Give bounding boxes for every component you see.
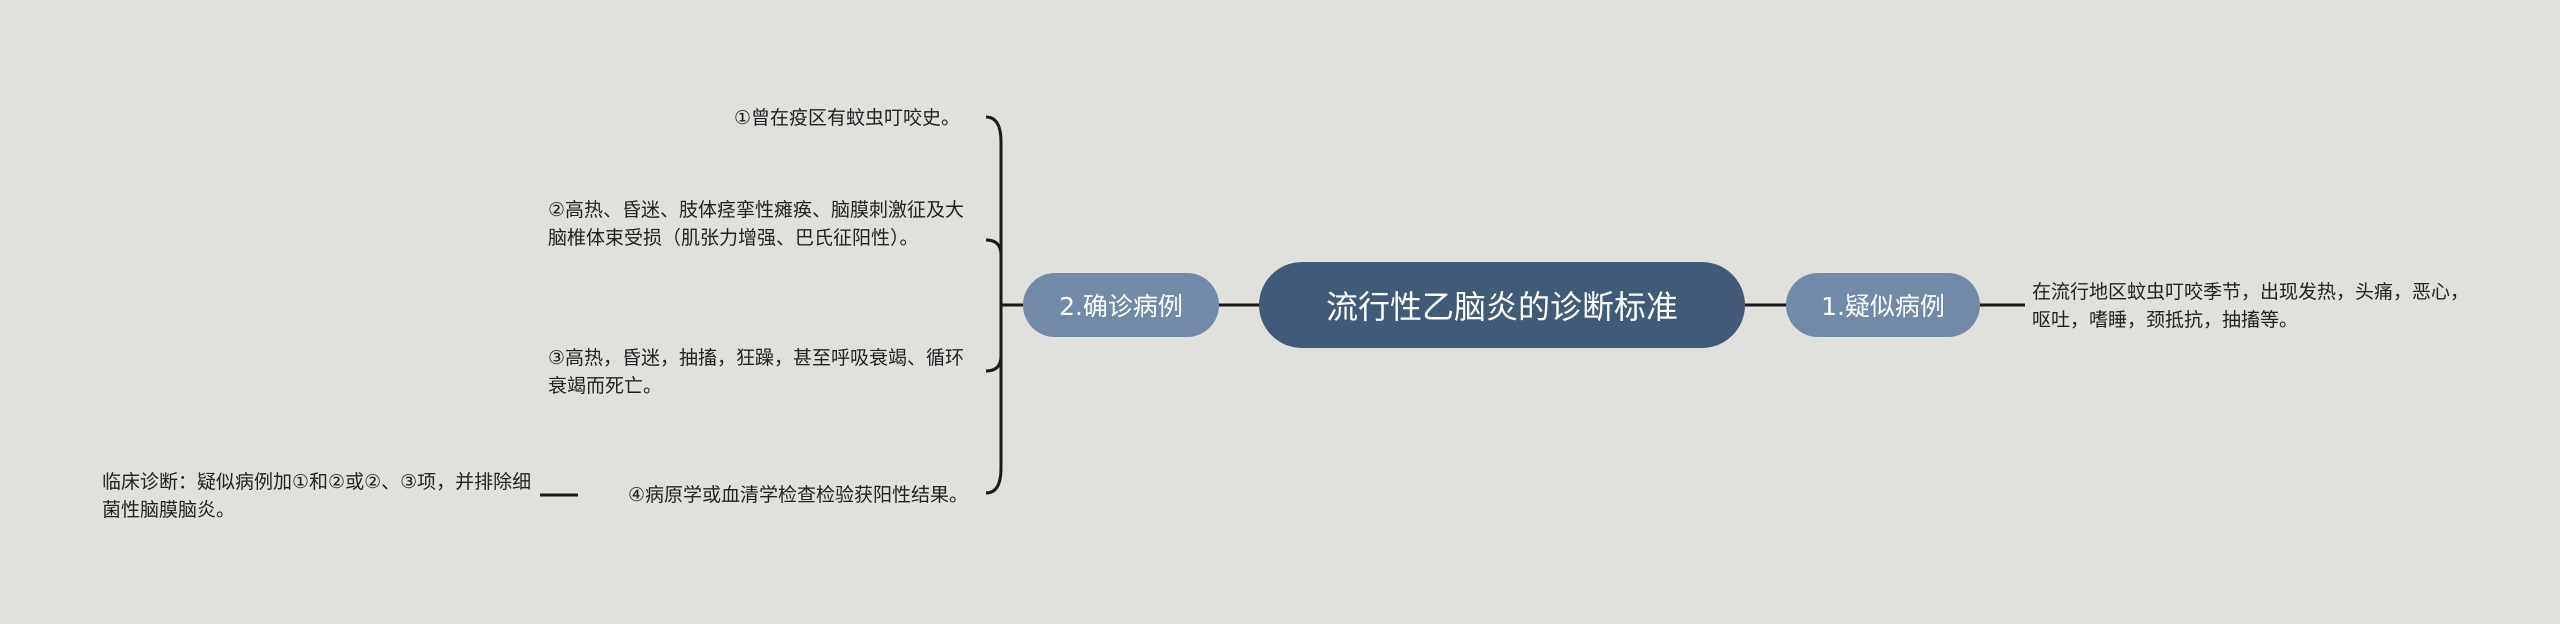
central-topic[interactable]: 流行性乙脑炎的诊断标准 xyxy=(1259,262,1745,348)
suspected-case-description[interactable]: 在流行地区蚊虫叮咬季节，出现发热，头痛，恶心，呕吐，嗜睡，颈抵抗，抽搐等。 xyxy=(2032,281,2470,331)
confirmed-item-2[interactable]: ②高热、昏迷、肢体痉挛性瘫痪、脑膜刺激征及大脑椎体束受损（肌张力增强、巴氏征阳性… xyxy=(548,199,965,249)
confirmed-item-4[interactable]: ④病原学或血清学检查检验获阳性结果。 xyxy=(627,484,968,506)
confirmed-item-3[interactable]: ③高热，昏迷，抽搐，狂躁，甚至呼吸衰竭、循环衰竭而死亡。 xyxy=(548,347,965,397)
brace xyxy=(985,115,1003,495)
branch-suspected-case-label: 1.疑似病例 xyxy=(1821,292,1945,321)
branch-confirmed-case[interactable]: 2.确诊病例 xyxy=(1023,273,1219,337)
branch-confirmed-case-label: 2.确诊病例 xyxy=(1059,292,1183,321)
branch-suspected-case[interactable]: 1.疑似病例 xyxy=(1786,273,1980,337)
brace-tick-3 xyxy=(985,355,1003,373)
confirmed-item-1[interactable]: ①曾在疫区有蚊虫叮咬史。 xyxy=(733,107,960,129)
central-topic-label: 流行性乙脑炎的诊断标准 xyxy=(1325,288,1678,326)
clinical-diagnosis-note[interactable]: 临床诊断：疑似病例加①和②或②、③项，并排除细菌性脑膜脑炎。 xyxy=(102,471,532,521)
brace-tick-2 xyxy=(985,238,1003,256)
